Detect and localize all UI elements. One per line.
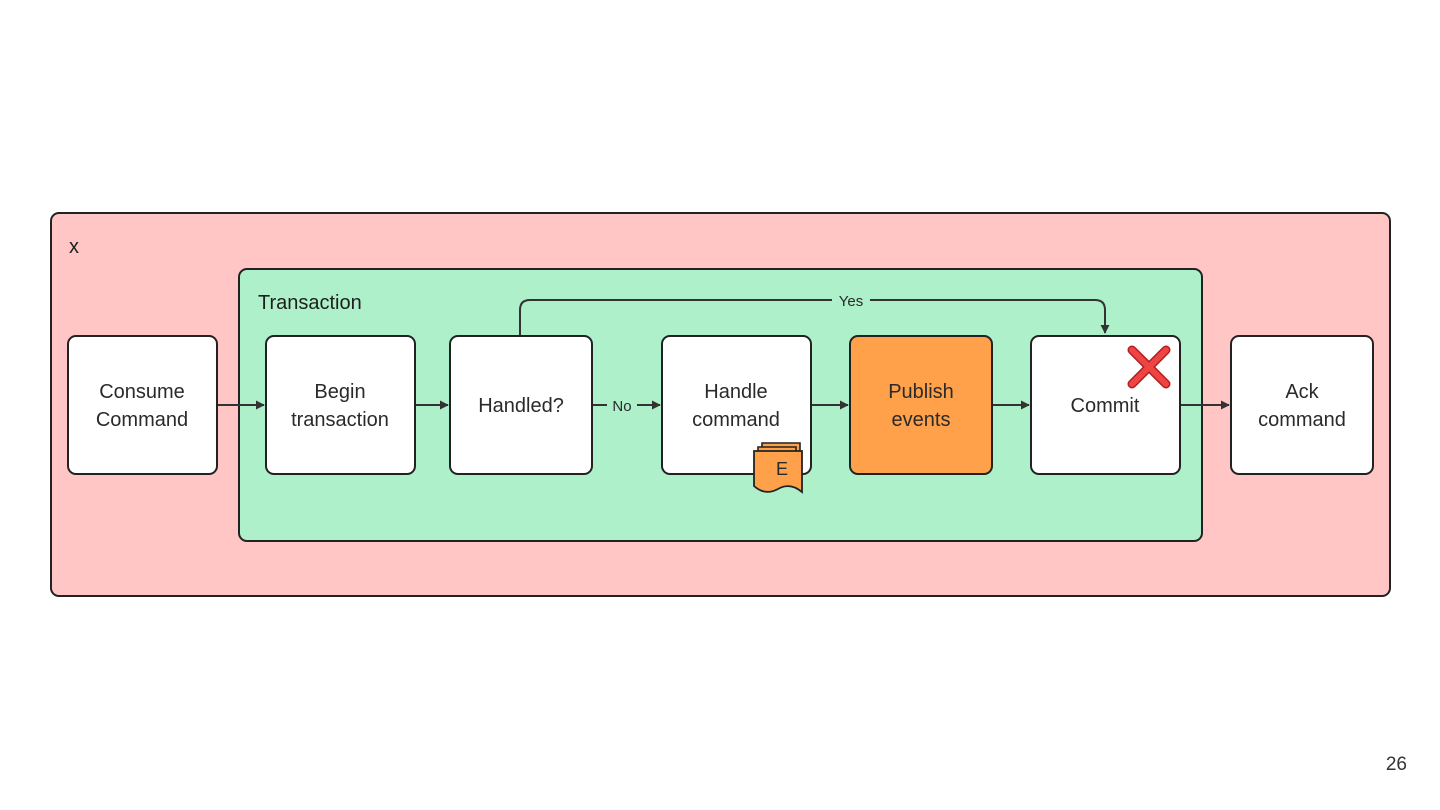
edge-yes-label-bg xyxy=(832,291,870,309)
step-consume-line-1: Consume xyxy=(99,381,185,403)
edge-no-label: No xyxy=(612,398,631,415)
transaction-group-label: Transaction xyxy=(258,292,362,314)
step-publish-line-2: events xyxy=(892,409,951,431)
step-begin-transaction: Begin transaction xyxy=(265,335,416,475)
step-ack-line-2: command xyxy=(1258,409,1346,431)
red-x-icon xyxy=(1127,345,1171,389)
step-consume-line-2: Command xyxy=(96,409,188,431)
events-stack-icon: E xyxy=(753,442,803,494)
step-publish-events: Publish events xyxy=(849,335,993,475)
step-publish-line-1: Publish xyxy=(888,381,954,403)
outer-group-label: x xyxy=(69,236,79,258)
step-begin-line-2: transaction xyxy=(291,409,389,431)
step-handle-line-1: Handle xyxy=(704,381,767,403)
step-handle-command: Handle command xyxy=(661,335,812,475)
step-handle-line-2: command xyxy=(692,409,780,431)
step-commit-line-1: Commit xyxy=(1071,395,1140,417)
edge-yes xyxy=(519,299,1110,336)
page-number: 26 xyxy=(1385,754,1407,775)
step-handled-line-1: Handled? xyxy=(478,395,564,417)
step-begin-line-1: Begin xyxy=(314,381,365,403)
edge-no-label-bg xyxy=(607,396,637,414)
step-ack-line-1: Ack xyxy=(1285,381,1319,403)
step-ack-command: Ack command xyxy=(1230,335,1374,475)
step-consume-command: Consume Command xyxy=(67,335,218,475)
edge-yes-label: Yes xyxy=(839,293,863,310)
events-badge-letter: E xyxy=(776,459,788,479)
step-handled-decision: Handled? xyxy=(449,335,593,475)
